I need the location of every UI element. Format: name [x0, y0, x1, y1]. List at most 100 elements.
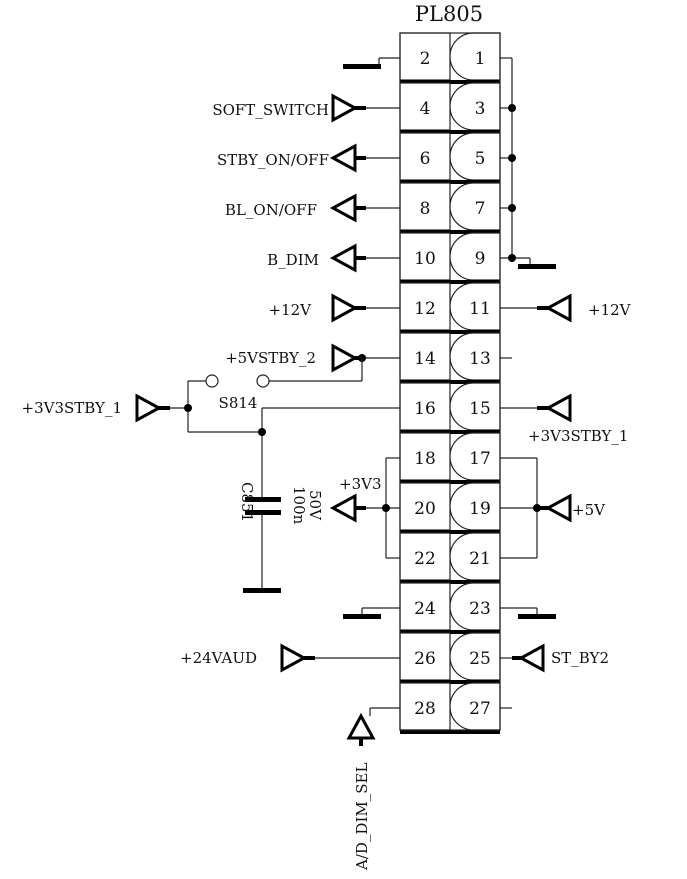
- cap-ref-label: C851: [238, 482, 256, 522]
- cap-value-label: 100n: [290, 486, 308, 525]
- input-port-icon: [517, 643, 545, 673]
- 3v3stby-1-right-label: +3V3STBY_1: [528, 427, 628, 445]
- pin-number: 1: [475, 49, 486, 69]
- switch-ref-label: S814: [219, 394, 258, 412]
- signal-5vstby-2: +5VSTBY_2: [225, 343, 400, 382]
- connector-cell: [399, 432, 451, 481]
- connector-separator: [400, 680, 500, 684]
- input-port-icon: [544, 393, 572, 423]
- b-dim-label: B_DIM: [267, 251, 319, 269]
- signal-b-dim: B_DIM: [267, 243, 400, 273]
- connector-cell: [449, 132, 501, 181]
- connector-separator: [400, 580, 500, 584]
- output-port-icon: [135, 393, 163, 423]
- capacitor-c851: C851 100n 50V: [238, 482, 324, 593]
- connector-cell: [399, 382, 451, 431]
- connector-separator: [400, 230, 500, 234]
- connector-separator: [400, 380, 500, 384]
- connector-cell: [449, 432, 501, 481]
- pin-number: 22: [414, 549, 436, 569]
- st-by2-label: ST_BY2: [551, 649, 609, 667]
- pin-number: 27: [469, 699, 491, 719]
- 5vstby-2-label: +5VSTBY_2: [225, 349, 316, 367]
- signal-stby-on-off: STBY_ON/OFF: [217, 143, 400, 173]
- signal-st-by2: ST_BY2: [500, 643, 609, 673]
- pin-number: 9: [475, 249, 486, 269]
- connector-cell: [449, 382, 501, 431]
- pin-number: 4: [420, 99, 431, 119]
- signal-24vaud: +24VAUD: [180, 643, 400, 673]
- input-port-icon: [329, 193, 357, 223]
- connector-separator: [400, 480, 500, 484]
- pin-number: 6: [420, 149, 431, 169]
- output-port-icon: [346, 712, 376, 740]
- pin-number: 26: [414, 649, 436, 669]
- connector-separator: [400, 730, 500, 734]
- bl-on-off-label: BL_ON/OFF: [225, 201, 317, 219]
- pin-number: 7: [475, 199, 486, 219]
- connector-cell: [449, 482, 501, 531]
- connector-outline: [399, 32, 501, 731]
- ground-symbol: [518, 614, 556, 619]
- connector-cell: [399, 682, 451, 731]
- 12v-right-label: +12V: [588, 301, 632, 319]
- pin-number: 11: [469, 299, 491, 319]
- connector-separator: [400, 130, 500, 134]
- pin-number: 20: [414, 499, 436, 519]
- output-port-icon: [280, 643, 308, 673]
- 12v-left-label: +12V: [269, 301, 313, 319]
- connector-separator: [400, 80, 500, 84]
- pin-number: 25: [469, 649, 491, 669]
- pin-number: 23: [469, 599, 491, 619]
- input-port-icon: [329, 143, 357, 173]
- output-port-icon: [331, 293, 359, 323]
- signal-3v3stby-1-right: +3V3STBY_1: [500, 393, 628, 445]
- output-port-icon: [331, 93, 359, 123]
- output-port-icon: [331, 343, 359, 373]
- pin-number: 28: [414, 699, 436, 719]
- signal-12v-right: +12V: [500, 293, 632, 323]
- stby-on-off-label: STBY_ON/OFF: [217, 151, 329, 169]
- connector-separator: [400, 630, 500, 634]
- pin-number: 24: [414, 599, 436, 619]
- pin-number: 12: [414, 299, 436, 319]
- connector-cell: [449, 182, 501, 231]
- connector-separator: [400, 180, 500, 184]
- signal-3v3: +3V3: [329, 457, 400, 559]
- 3v3-label: +3V3: [339, 475, 382, 493]
- junction-dot: [508, 204, 516, 212]
- ground-symbol: [343, 614, 381, 619]
- pin-number: 10: [414, 249, 436, 269]
- connector-cell: [399, 82, 451, 131]
- ground-symbol: [343, 64, 381, 69]
- pin-number: 3: [475, 99, 486, 119]
- input-port-icon: [544, 293, 572, 323]
- input-port-icon: [329, 493, 357, 523]
- pin-number: 18: [414, 449, 436, 469]
- signal-12v-left: +12V: [269, 293, 400, 323]
- ground-symbol: [243, 588, 281, 593]
- junction-dot: [184, 404, 192, 412]
- input-port-icon: [544, 493, 572, 523]
- pin-number: 2: [420, 49, 431, 69]
- cap-voltage-label: 50V: [306, 490, 324, 521]
- pin-number: 21: [469, 549, 491, 569]
- connector-cell: [449, 232, 501, 281]
- connector-separator: [400, 430, 500, 434]
- junction-dot: [508, 154, 516, 162]
- signal-ad-dim-sel: A/D_DIM_SEL: [346, 707, 400, 871]
- pin-number: 8: [420, 199, 431, 219]
- connector-cell: [449, 282, 501, 331]
- pin-number: 17: [469, 449, 491, 469]
- 24vaud-label: +24VAUD: [180, 649, 257, 667]
- soft-switch-label: SOFT_SWITCH: [212, 101, 329, 119]
- ground-pin-2: [343, 57, 400, 69]
- connector-cell: [449, 582, 501, 631]
- connector-cell: [449, 532, 501, 581]
- connector-title: PL805: [415, 2, 483, 26]
- junction-dot: [508, 104, 516, 112]
- junction-dot: [508, 254, 516, 262]
- 5v-label: +5V: [572, 501, 606, 519]
- connector-cell: [449, 632, 501, 681]
